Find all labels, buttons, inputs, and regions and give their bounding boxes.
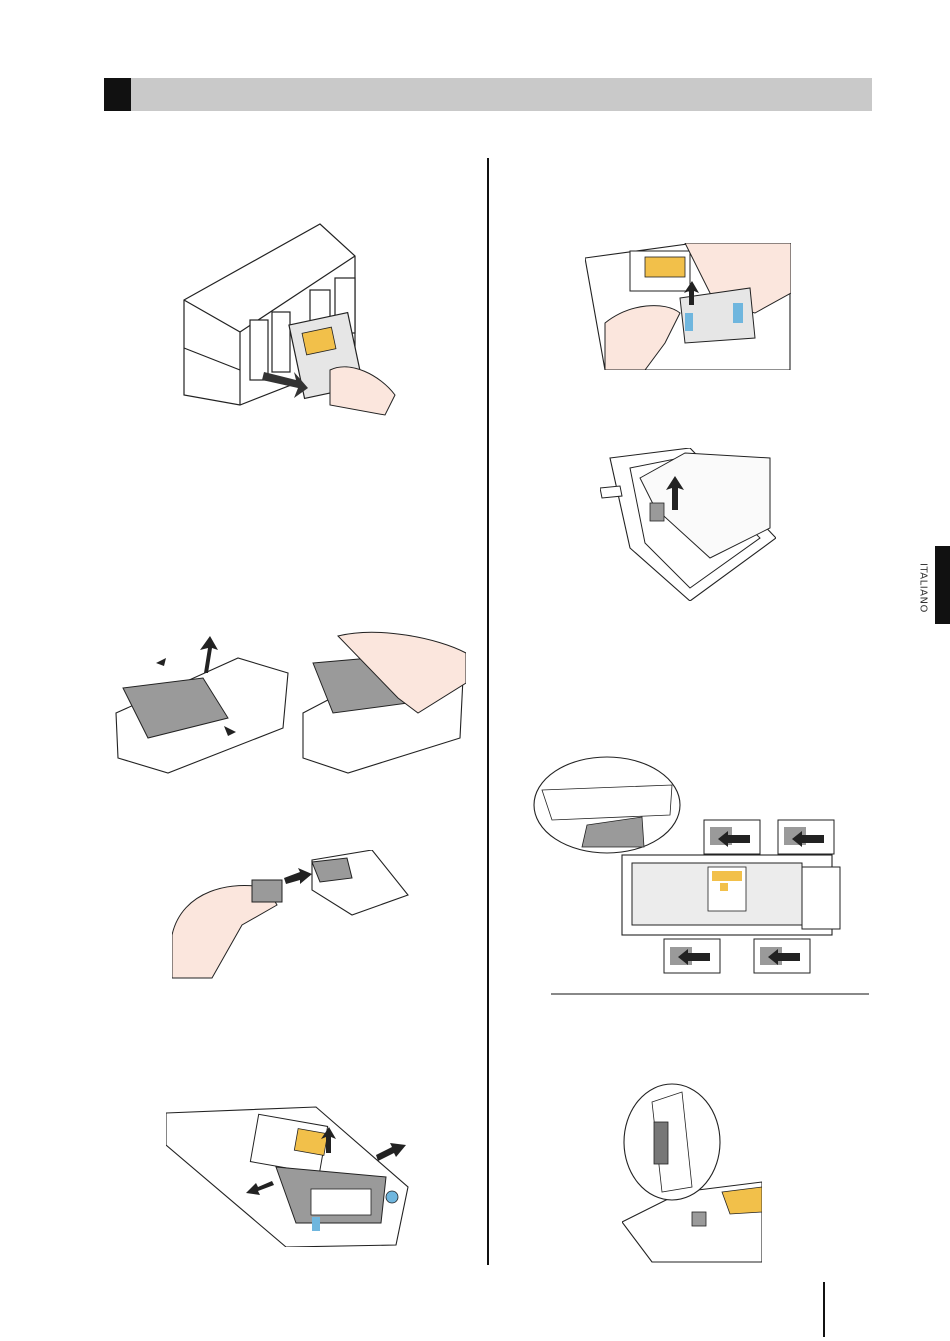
- chip-detail-illustration: [622, 1082, 762, 1264]
- ink-bag-lift-figure: [585, 243, 791, 370]
- language-tab: [935, 546, 950, 624]
- language-tab-label: ITALIANO: [910, 560, 936, 616]
- bag-alignment-figure: [532, 755, 844, 975]
- column-divider: [487, 158, 489, 1265]
- tray-cover-illustration: [108, 628, 466, 774]
- cartridge-removal-figure: [180, 220, 410, 420]
- tray-open-illustration: [166, 1105, 410, 1247]
- section-header-marker: [104, 78, 131, 111]
- tray-opening-figure: [166, 1105, 410, 1247]
- tray-cover-removal-figure: [108, 628, 466, 774]
- page-edge-mark: [823, 1282, 825, 1337]
- section-header-bar: [104, 78, 872, 111]
- printer-cartridge-illustration: [180, 220, 410, 420]
- chip-detail-figure: [622, 1082, 762, 1264]
- bag-tray-illustration: [600, 448, 776, 601]
- section-rule: [551, 993, 869, 995]
- ink-bag-tray-figure: [600, 448, 776, 601]
- bag-alignment-illustration: [532, 755, 844, 975]
- hand-clip-illustration: [172, 850, 410, 980]
- hand-bag-illustration: [585, 243, 791, 370]
- clip-removal-figure: [172, 850, 410, 980]
